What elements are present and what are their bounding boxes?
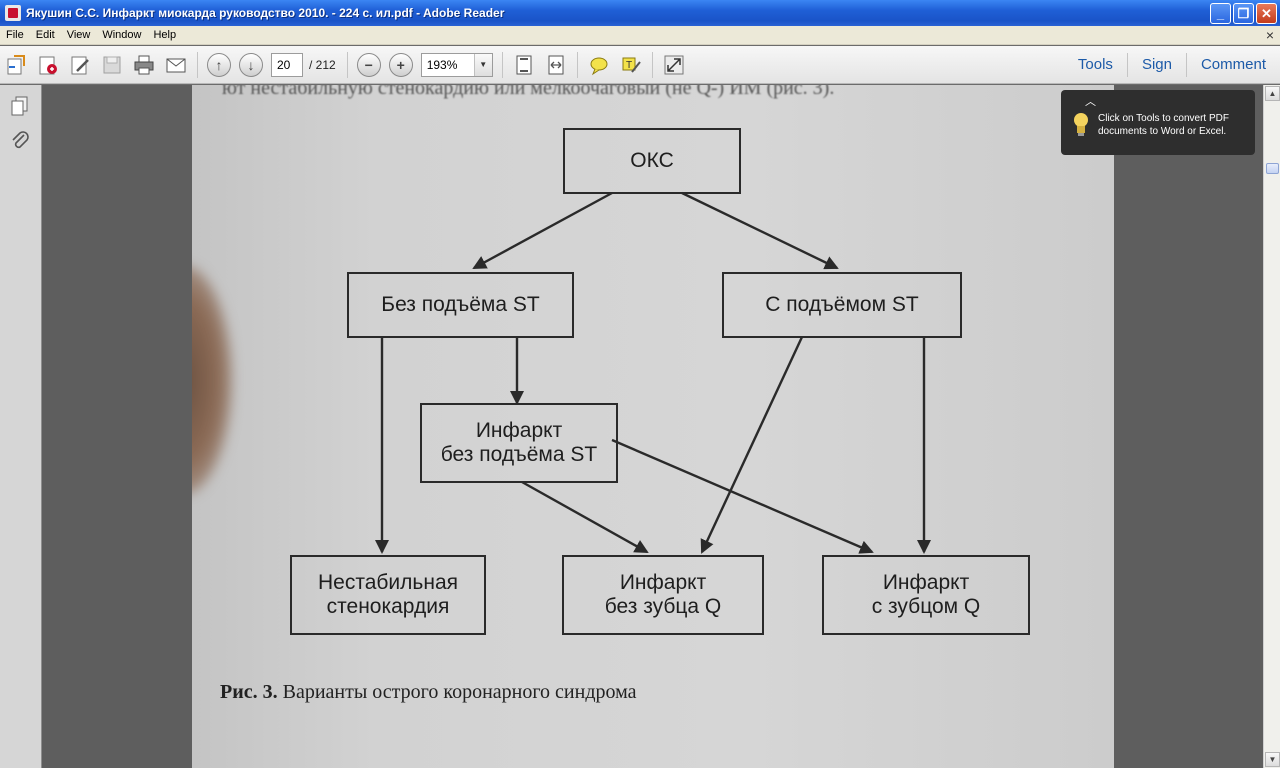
navigation-pane	[0, 85, 42, 768]
flow-box-st-elevation: С подъёмом ST	[722, 272, 962, 338]
toolbar-divider	[346, 51, 348, 78]
previous-page-icon[interactable]: ↑	[207, 52, 231, 77]
chevron-down-icon[interactable]: ▼	[473, 53, 492, 76]
page-total: / 212	[309, 57, 336, 72]
menu-bar: File Edit View Window Help ×	[0, 26, 1280, 45]
create-pdf-icon[interactable]	[35, 52, 61, 78]
zoom-select[interactable]: 193% ▼	[420, 52, 493, 77]
flow-box-q-line2: с зубцом Q	[871, 595, 981, 618]
minimize-button[interactable]: _	[1210, 3, 1231, 24]
scroll-down-icon[interactable]: ▼	[1265, 752, 1280, 767]
flow-box-unstable-line1: Нестабильная	[317, 570, 458, 594]
maximize-button[interactable]: ❐	[1233, 3, 1254, 24]
toolbar-divider	[576, 51, 578, 78]
pdf-page: ют нестабильную стенокардию или мелкооча…	[192, 85, 1114, 768]
svg-text:T: T	[626, 60, 632, 71]
menu-help[interactable]: Help	[153, 29, 177, 41]
flow-box-mi-q: Инфаркт с зубцом Q	[822, 555, 1030, 635]
tools-button[interactable]: Tools	[1077, 56, 1113, 73]
email-icon[interactable]	[163, 52, 189, 78]
figure-caption-text: Варианты острого коронарного синдрома	[282, 681, 637, 703]
attachments-icon[interactable]	[7, 127, 33, 153]
close-button[interactable]: ✕	[1256, 3, 1277, 24]
figure-caption-label: Рис. 3.	[220, 681, 278, 703]
flow-box-acs: ОКС	[563, 128, 741, 194]
collapse-caret-icon[interactable]: ︿	[1085, 96, 1096, 108]
flow-box-no-q-line2: без зубца Q	[604, 595, 722, 618]
tooltip-text: Click on Tools to convert PDF documents …	[1098, 113, 1229, 137]
flow-box-mi-no-st-line2: без подъёма ST	[440, 443, 598, 466]
fit-page-icon[interactable]	[511, 52, 537, 78]
figure-caption: Рис. 3. Варианты острого коронарного син…	[220, 681, 637, 704]
zoom-in-icon[interactable]: +	[388, 52, 413, 77]
flow-box-mi-no-st: Инфаркт без подъёма ST	[420, 403, 618, 483]
sticky-note-icon[interactable]	[586, 52, 612, 78]
tools-tooltip: ︿ Click on Tools to convert PDF document…	[1061, 90, 1255, 155]
page-number-input[interactable]: 20	[271, 52, 303, 77]
flow-box-q-line1: Инфаркт	[882, 570, 970, 594]
edit-pdf-icon[interactable]	[67, 52, 93, 78]
flow-box-acs-label: ОКС	[630, 148, 674, 172]
flow-box-no-st-label: Без подъёма ST	[381, 292, 540, 316]
scrollbar-thumb[interactable]	[1266, 163, 1279, 174]
zoom-value: 193%	[426, 57, 458, 72]
print-icon[interactable]	[131, 52, 157, 78]
comment-button[interactable]: Comment	[1185, 53, 1280, 77]
lightbulb-icon	[1071, 110, 1091, 141]
toolbar-divider	[501, 51, 503, 78]
menu-edit[interactable]: Edit	[35, 29, 55, 41]
toolbar-divider	[197, 51, 198, 78]
toolbar: ↑ ↓ 20 / 212 − + 193% ▼ T Tools Sign Com…	[0, 46, 1280, 84]
flow-box-st-label: С подъёмом ST	[765, 292, 919, 316]
sign-button[interactable]: Sign	[1126, 53, 1186, 77]
save-icon[interactable]	[99, 52, 125, 78]
window-title: Якушин С.С. Инфаркт миокарда руководство…	[26, 6, 505, 20]
page-thumbnails-icon[interactable]	[7, 93, 33, 119]
zoom-out-icon[interactable]: −	[356, 52, 381, 77]
highlight-text-icon[interactable]: T	[618, 52, 644, 78]
flow-box-mi-no-q: Инфаркт без зубца Q	[562, 555, 764, 635]
fit-width-icon[interactable]	[543, 52, 569, 78]
open-file-icon[interactable]	[3, 52, 29, 78]
toolbar-divider	[651, 51, 653, 78]
menu-window[interactable]: Window	[102, 29, 142, 41]
flow-box-unstable-line2: стенокардия	[326, 595, 450, 618]
flow-box-unstable-angina: Нестабильная стенокардия	[290, 555, 486, 635]
flow-box-no-st-elevation: Без подъёма ST	[347, 272, 574, 338]
flow-box-mi-no-st-line1: Инфаркт	[475, 418, 563, 442]
expand-icon[interactable]	[661, 52, 687, 78]
flowchart-arrows	[375, 191, 931, 554]
adobe-reader-icon	[5, 5, 21, 21]
flow-box-no-q-line1: Инфаркт	[619, 570, 707, 594]
title-bar: Якушин С.С. Инфаркт миокарда руководство…	[0, 0, 1280, 26]
menu-view[interactable]: View	[66, 29, 91, 41]
document-view[interactable]: ют нестабильную стенокардию или мелкооча…	[42, 85, 1263, 768]
page-top-line: ют нестабильную стенокардию или мелкооча…	[222, 85, 835, 99]
vertical-scrollbar[interactable]: ▲ ▼	[1263, 85, 1280, 768]
next-page-icon[interactable]: ↓	[239, 52, 263, 77]
close-document-icon[interactable]: ×	[1265, 27, 1274, 43]
menu-file[interactable]: File	[6, 29, 24, 41]
scroll-up-icon[interactable]: ▲	[1265, 86, 1280, 101]
